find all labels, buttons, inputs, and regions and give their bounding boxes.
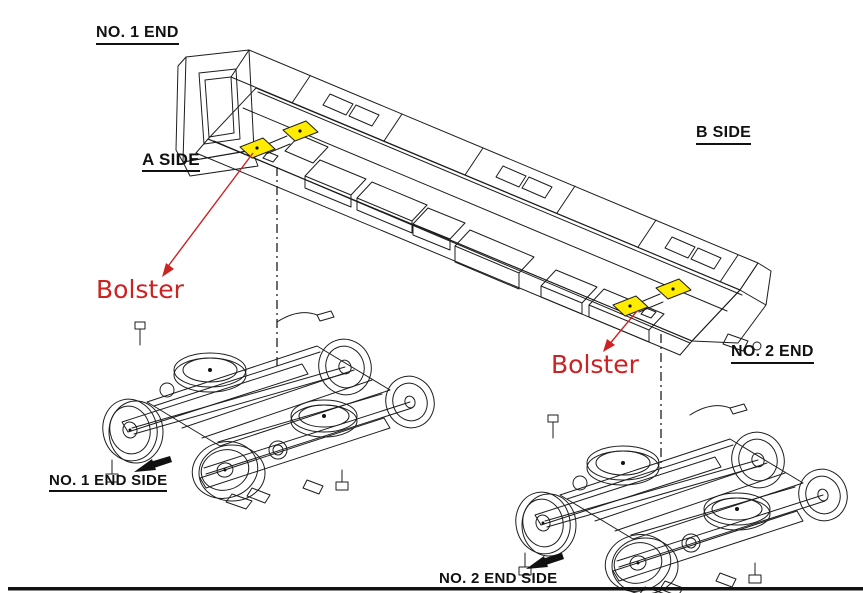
- direction-arrow-no2-icon: [526, 553, 564, 569]
- bolster-callout-arrow-2: [603, 310, 638, 352]
- bolster-pad-highlights: [239, 120, 692, 317]
- bolster-callout-arrow-1: [162, 152, 254, 277]
- bogie-no2-drawing: [509, 403, 855, 593]
- direction-arrow-no1-icon: [134, 456, 172, 472]
- label-bolster-2: Bolster: [551, 350, 639, 379]
- label-no1-end-side: NO. 1 END SIDE: [49, 473, 168, 492]
- label-no2-end: NO. 2 END: [731, 343, 814, 364]
- callout-arrowhead-icon: [603, 339, 615, 352]
- label-b-side: B SIDE: [696, 124, 752, 145]
- bottom-rule: [8, 587, 863, 591]
- label-a-side: A SIDE: [142, 151, 200, 172]
- label-no1-end: NO. 1 END: [96, 24, 179, 45]
- label-bolster-1: Bolster: [96, 275, 184, 304]
- car-body-drawing: [175, 49, 772, 356]
- label-no2-end-side: NO. 2 END SIDE: [439, 571, 558, 590]
- callout-arrowhead-icon: [162, 263, 174, 277]
